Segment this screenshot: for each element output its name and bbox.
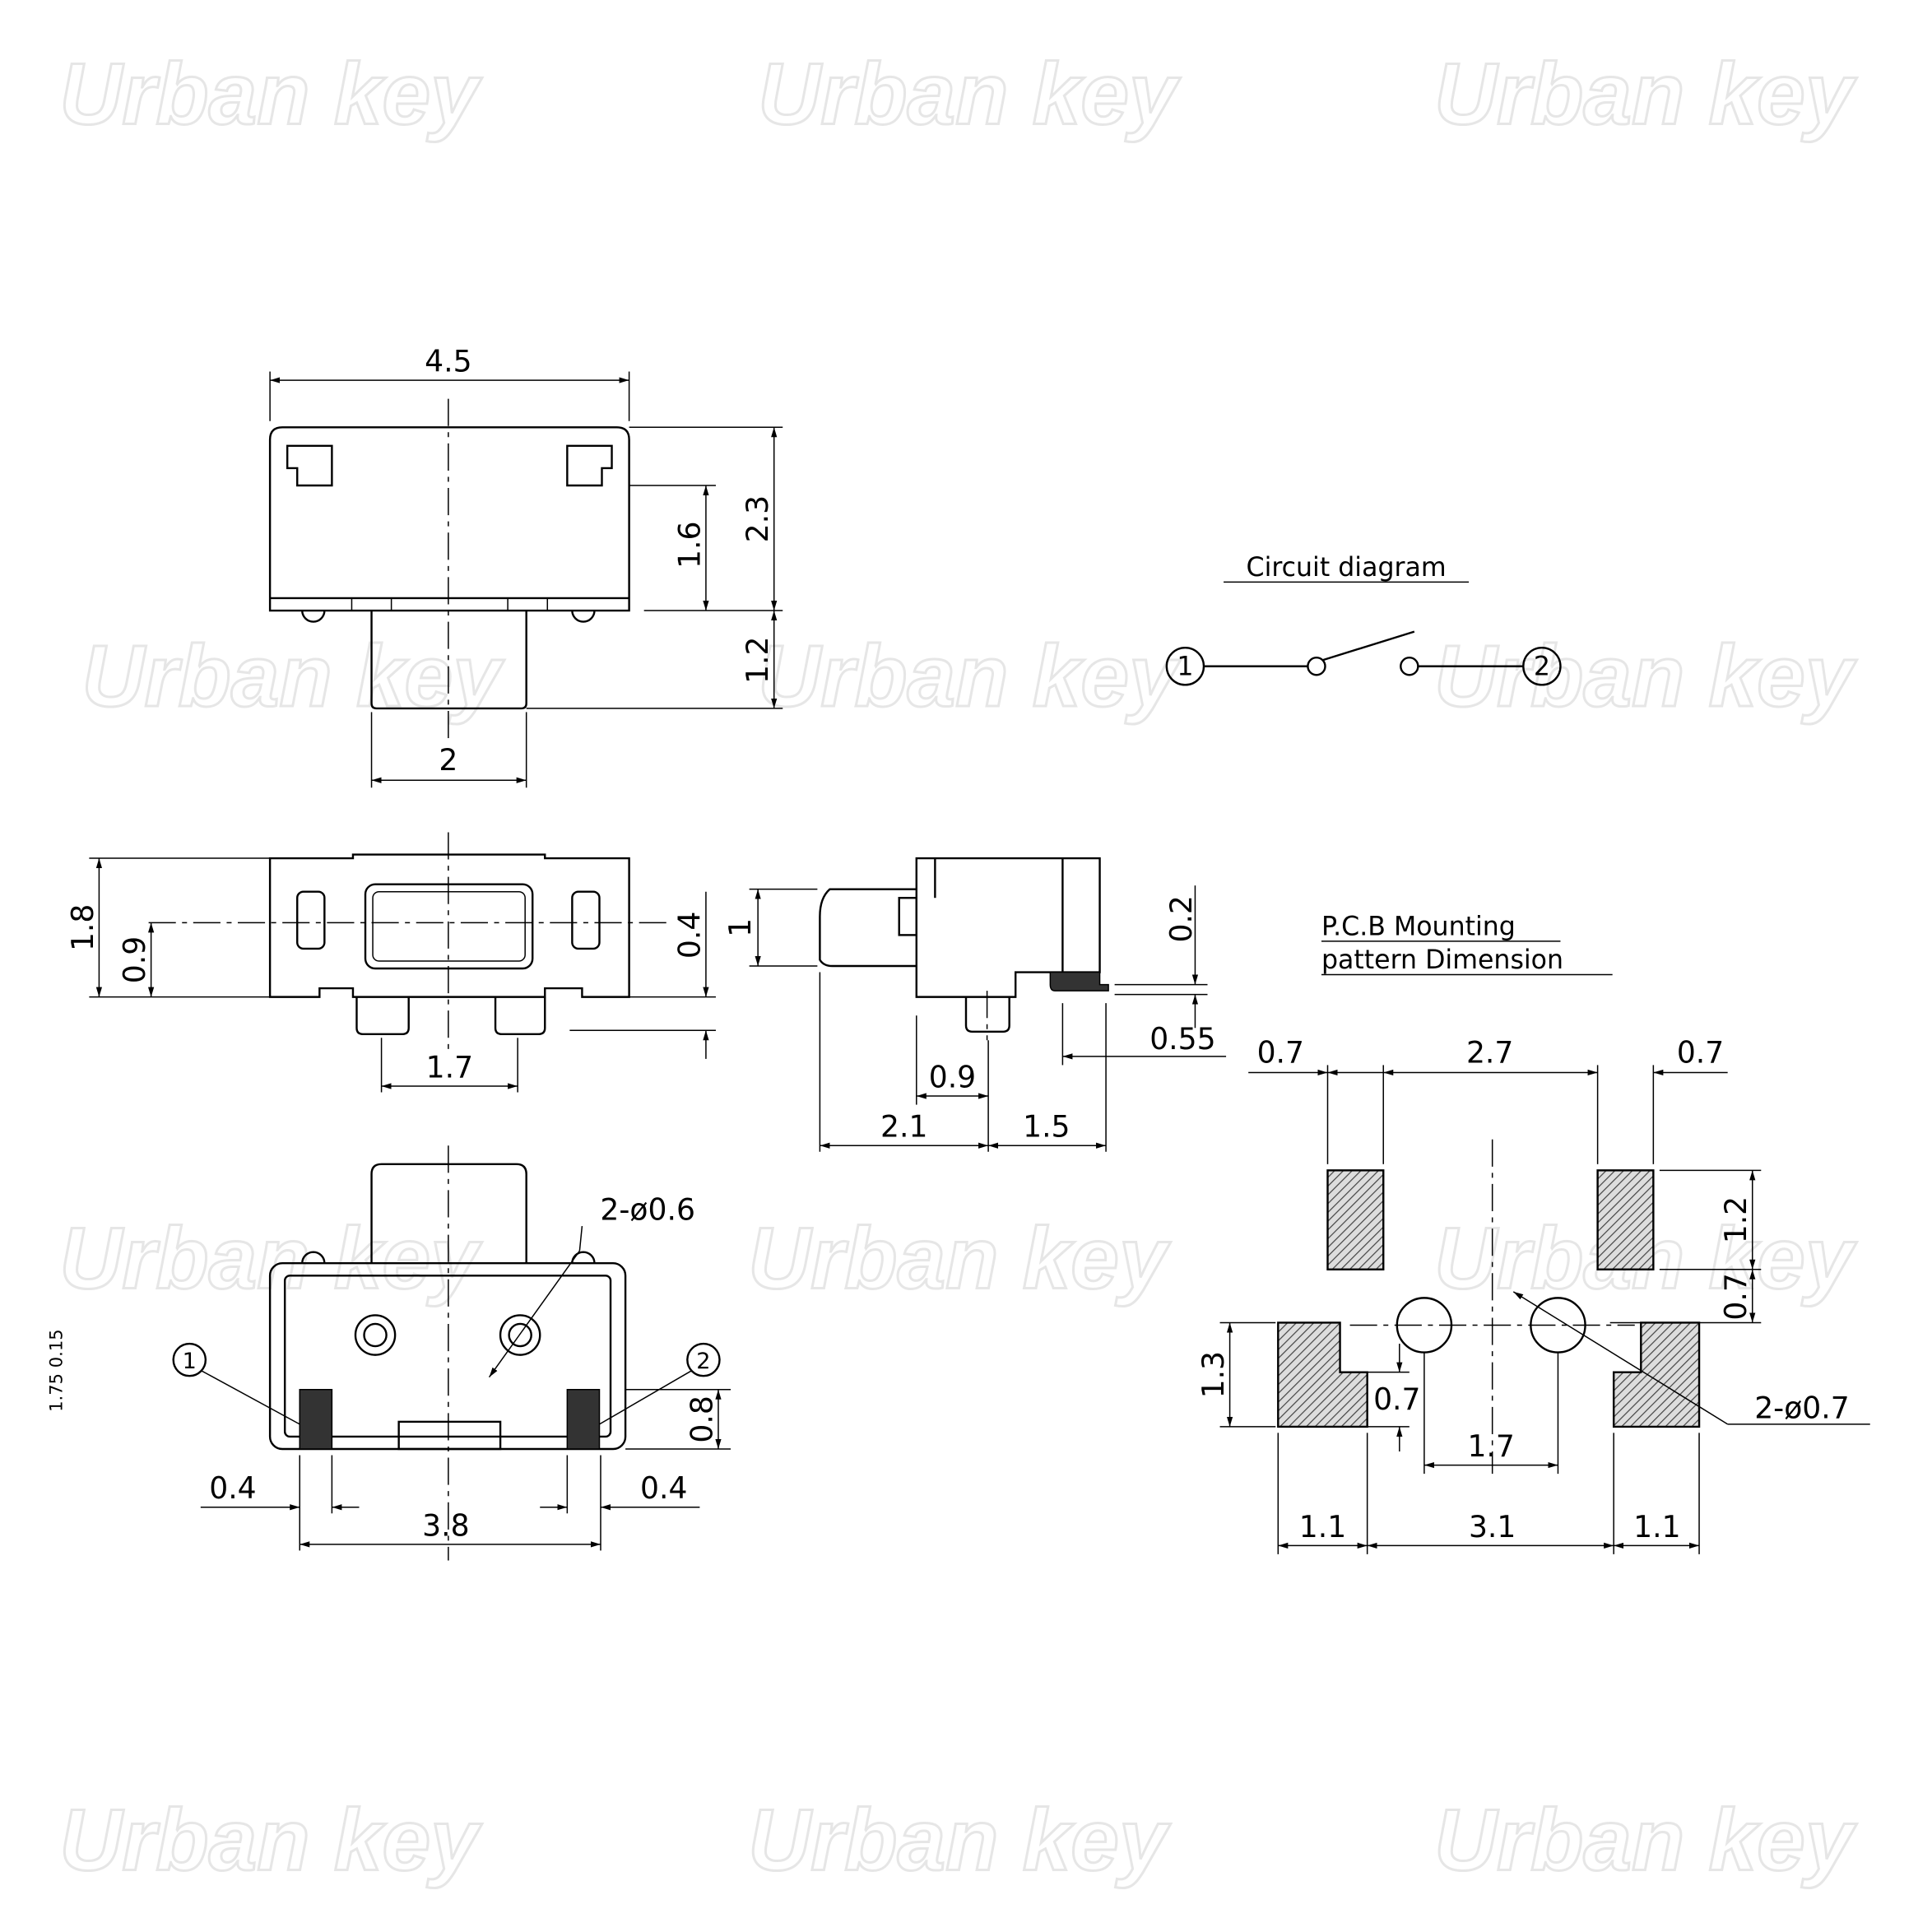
- watermark: Urban key: [758, 47, 1181, 143]
- circuit-diagram: Circuit diagram 1 2: [1165, 553, 1562, 686]
- watermark: Urban key: [748, 1210, 1171, 1307]
- dim-top-gap: 2.7: [1466, 1034, 1513, 1070]
- side-view: 1 0.2 0.55 0.9 2.1 1.5: [722, 857, 1227, 1152]
- dim-gap-v: 0.7: [1718, 1273, 1753, 1320]
- dim-bottom-right: 1.1: [1633, 1509, 1680, 1544]
- watermark: Urban key: [1434, 629, 1857, 725]
- front-view: 1.8 0.9 0.4 1.7: [65, 832, 716, 1093]
- dim-offset: 0.55: [1149, 1021, 1215, 1057]
- top-view: 4.5 2.3 1.6 1.2 2: [268, 344, 783, 788]
- dim-bottom-h: 1.3: [1196, 1351, 1231, 1398]
- pin-2-label: 2: [1534, 652, 1550, 681]
- dim-pad-height: 0.8: [684, 1396, 719, 1442]
- dim-bottom-left: 1.1: [1299, 1509, 1346, 1544]
- dim-holes: 2-ø0.6: [600, 1192, 695, 1228]
- pin-1-marker: 1: [183, 1349, 197, 1374]
- circuit-title: Circuit diagram: [1247, 553, 1447, 583]
- watermark: Urban key: [81, 629, 504, 725]
- dim-front: 2.1: [880, 1109, 927, 1145]
- dim-pad-left: 0.4: [209, 1470, 256, 1506]
- pin-2-marker: 2: [696, 1349, 710, 1374]
- dim-actuator-width: 2: [439, 742, 457, 778]
- dim-span: 3.8: [422, 1507, 469, 1543]
- dim-bottom-mid: 3.1: [1469, 1509, 1516, 1544]
- watermark: Urban key: [1434, 47, 1857, 143]
- dim-center: 0.9: [117, 936, 152, 983]
- watermark: Urban key: [758, 629, 1181, 725]
- dim-terminal: 0.2: [1163, 895, 1199, 942]
- dim-leg: 0.4: [671, 912, 707, 959]
- watermark: Urban key: [1434, 1793, 1857, 1889]
- pcb-title-2: pattern Dimension: [1321, 945, 1563, 975]
- dim-height: 1.8: [65, 904, 100, 951]
- edge-fragment: 1.75 0.15: [45, 1329, 66, 1412]
- pcb-title-1: P.C.B Mounting: [1321, 912, 1516, 941]
- dim-actuator: 1: [722, 918, 758, 937]
- pcb-pattern: P.C.B Mounting pattern Dimension 0.7 2.7…: [1196, 912, 1870, 1554]
- dim-back: 1.5: [1023, 1109, 1070, 1145]
- dim-actuator-height: 1.2: [740, 637, 775, 684]
- dim-pad-right: 0.4: [640, 1470, 687, 1506]
- dim-pad-h: 1.2: [1718, 1196, 1753, 1243]
- bottom-view: 1.75 0.15 2-ø0.6 1 2 0.8 0.4 0.4 3.8: [45, 1145, 731, 1561]
- dim-holes: 2-ø0.7: [1754, 1390, 1850, 1425]
- dim-pitch: 1.7: [426, 1049, 473, 1084]
- dim-post: 0.9: [929, 1060, 976, 1095]
- dim-top-right: 0.7: [1677, 1034, 1724, 1070]
- watermarks: Urban key Urban key Urban key Urban key …: [58, 45, 1858, 1890]
- watermark: Urban key: [59, 47, 482, 143]
- pin-1-label: 1: [1177, 652, 1193, 681]
- dim-height-total: 2.3: [740, 495, 775, 542]
- dim-hole-pitch: 1.7: [1467, 1428, 1514, 1464]
- dim-top-left: 0.7: [1257, 1034, 1304, 1070]
- watermark: Urban key: [59, 1210, 482, 1307]
- watermark: Urban key: [59, 1793, 482, 1889]
- dim-width: 4.5: [425, 344, 471, 379]
- watermark: Urban key: [748, 1793, 1171, 1889]
- dim-height-body: 1.6: [671, 522, 707, 569]
- dim-notch: 0.7: [1373, 1382, 1420, 1417]
